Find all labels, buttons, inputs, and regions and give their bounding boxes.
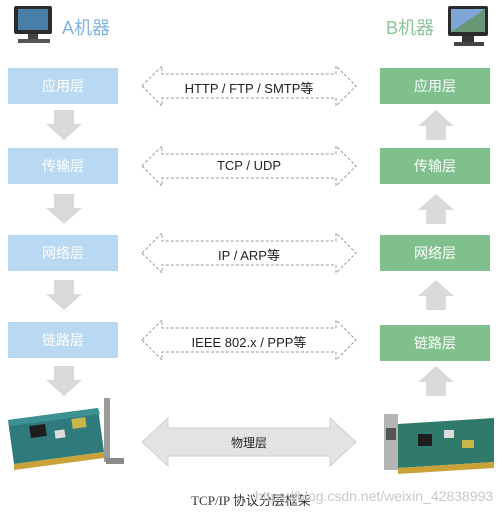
physical-layer-arrow	[141, 416, 357, 468]
physical-layer-label: 物理层	[230, 436, 267, 450]
machine-b-title: B机器	[386, 18, 435, 38]
a-layer-link: 链路层	[8, 322, 118, 358]
protocol-arrow-network	[141, 231, 357, 275]
a-layer-application: 应用层	[8, 68, 118, 104]
protocol-label-transport: TCP / UDP	[216, 158, 282, 173]
machine-a-title: A机器	[62, 18, 111, 38]
b-layer-network: 网络层	[380, 235, 490, 271]
arrow-up-icon	[418, 366, 454, 396]
arrows-a-down	[46, 110, 82, 396]
arrow-down-icon	[46, 280, 82, 310]
arrows-b-up	[418, 110, 454, 396]
monitor-b-icon	[448, 6, 488, 46]
arrow-up-icon	[418, 194, 454, 224]
network-card-a-icon	[8, 398, 124, 470]
protocol-label-network: IP / ARP等	[218, 248, 280, 263]
network-card-b-icon	[384, 414, 494, 474]
protocol-arrows	[141, 64, 357, 362]
protocol-arrow-transport	[141, 144, 357, 188]
arrow-up-icon	[418, 110, 454, 140]
a-layer-network: 网络层	[8, 235, 118, 271]
a-layer-transport: 传输层	[8, 148, 118, 184]
arrow-down-icon	[46, 110, 82, 140]
protocol-label-application: HTTP / FTP / SMTP等	[184, 81, 314, 96]
watermark: https://blog.csdn.net/weixin_42838993	[255, 488, 494, 504]
protocol-arrow-application	[141, 64, 357, 108]
protocol-arrow-link	[141, 318, 357, 362]
arrow-up-icon	[418, 280, 454, 310]
b-layer-application: 应用层	[380, 68, 490, 104]
b-layer-transport: 传输层	[380, 148, 490, 184]
b-layer-link: 链路层	[380, 325, 490, 361]
monitor-a-icon	[14, 6, 52, 43]
arrow-down-icon	[46, 366, 82, 396]
protocol-label-link: IEEE 802.x / PPP等	[191, 335, 307, 350]
figure-caption: TCP/IP 协议分层框架	[191, 493, 311, 508]
arrow-down-icon	[46, 194, 82, 224]
